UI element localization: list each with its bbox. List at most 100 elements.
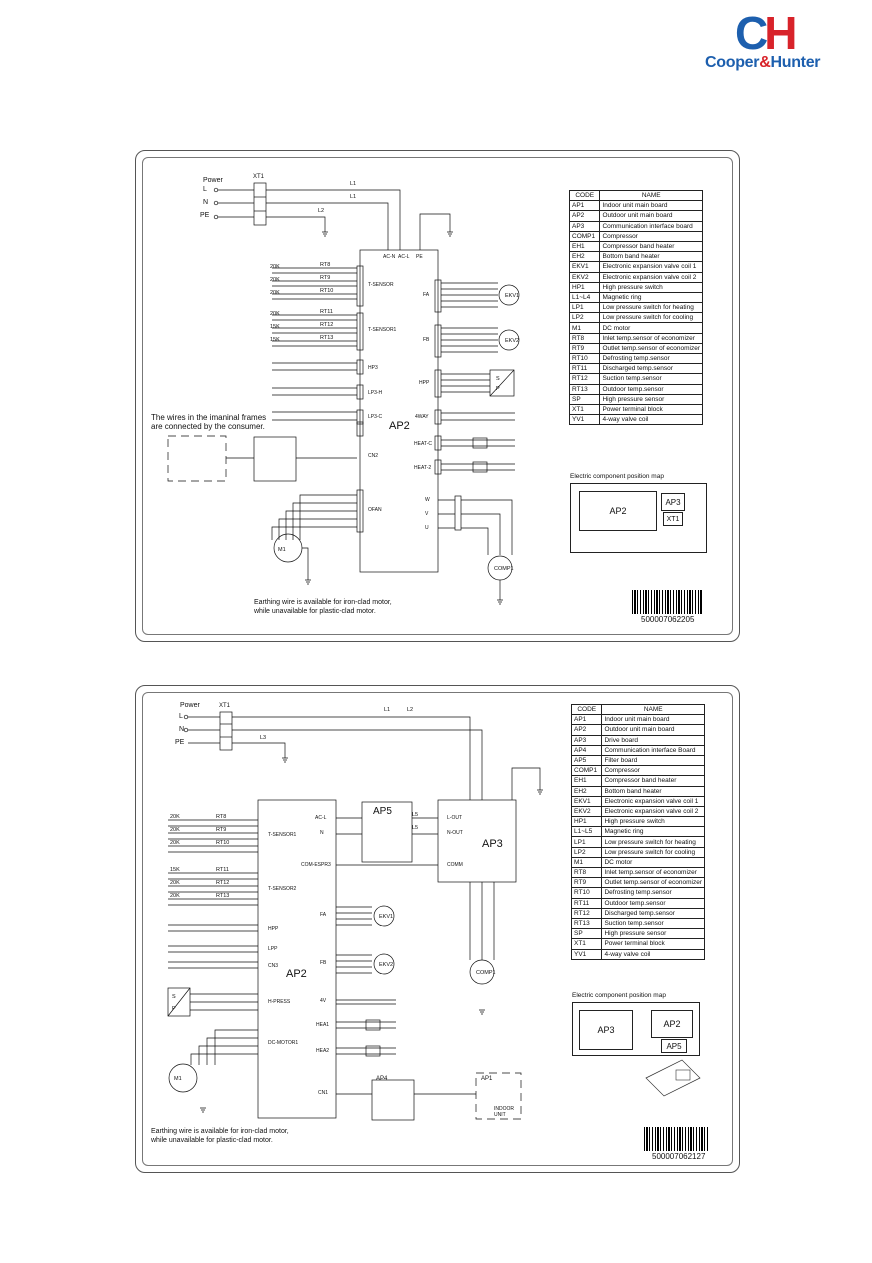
svg-text:L5: L5 — [412, 825, 418, 831]
svg-text:RT11: RT11 — [216, 867, 229, 873]
table-cell-name: Drive board — [601, 734, 705, 746]
svg-text:RT12: RT12 — [320, 322, 333, 328]
d2-port-fb: FB — [320, 960, 327, 966]
svg-text:L1: L1 — [350, 194, 356, 200]
svg-text:L2: L2 — [407, 707, 413, 713]
svg-text:RT8: RT8 — [320, 262, 330, 268]
table-cell-name: 4-way valve coil — [601, 948, 705, 960]
table-cell-name: Suction temp.sensor — [601, 917, 705, 930]
d2-position-map-title: Electric component position map — [572, 992, 666, 999]
table-cell-code: RT12 — [570, 907, 603, 919]
svg-text:L1: L1 — [384, 707, 390, 713]
svg-text:20K: 20K — [170, 840, 180, 846]
svg-text:EKV1: EKV1 — [379, 914, 393, 920]
table-cell-name: Indoor unit main board — [601, 714, 705, 726]
d2-ap1-label: AP1 — [481, 1076, 493, 1082]
table-cell-code: YV1 — [570, 948, 603, 960]
d1-map-ap3: AP3 — [661, 493, 685, 511]
d2-map-ap2: AP2 — [651, 1010, 693, 1038]
svg-text:EKV2: EKV2 — [379, 962, 393, 968]
d2-port-tsensor2: T-SENSOR2 — [268, 886, 297, 892]
d2-ap4-label: AP4 — [376, 1076, 388, 1082]
d2-port-4v: 4V — [320, 998, 327, 1004]
d1-label-pe: PE — [200, 212, 210, 219]
d1-port-hpp: HPP — [419, 380, 430, 386]
table-cell-code: RT11 — [570, 897, 603, 909]
table-cell-name: Defrosting temp.sensor — [601, 887, 705, 899]
svg-text:RT12: RT12 — [216, 880, 229, 886]
table-cell-name: Compressor — [601, 765, 705, 777]
d2-label-l: L — [179, 713, 183, 720]
table-cell-code: RT8 — [570, 866, 603, 879]
d2-ap2-label: AP2 — [286, 968, 307, 980]
d2-barcode-number: 500007062127 — [652, 1152, 706, 1161]
d2-ap3-comm: COMM — [447, 862, 463, 868]
table-cell-code: M1 — [570, 856, 603, 869]
d1-pin-v: V — [425, 511, 429, 517]
d2-map-ap5: AP5 — [661, 1039, 687, 1053]
d2-port-acl: AC-L — [315, 815, 327, 821]
table-cell-code: AP1 — [570, 714, 603, 726]
table-cell-code: AP3 — [570, 734, 603, 746]
d2-port-hpp: HPP — [268, 926, 279, 932]
table-cell-code: HP1 — [570, 816, 603, 828]
svg-text:L3: L3 — [260, 735, 266, 741]
svg-text:EKV1: EKV1 — [505, 293, 519, 299]
d1-map-ap2: AP2 — [579, 491, 657, 531]
svg-text:S: S — [172, 994, 176, 1000]
brand-mark: CH — [735, 7, 798, 59]
svg-text:P: P — [172, 1006, 176, 1012]
svg-text:M1: M1 — [174, 1076, 182, 1082]
svg-text:P: P — [496, 386, 500, 392]
brand-name: Cooper&Hunter — [705, 54, 821, 71]
table-cell-name: Low pressure switch for heating — [601, 836, 705, 848]
table-cell-name: Magnetic ring — [601, 826, 705, 838]
d2-ap3-nout: N-OUT — [447, 830, 463, 836]
d1-ap2-label: AP2 — [389, 420, 410, 432]
table-cell-name: Low pressure switch for cooling — [601, 846, 705, 858]
table-cell-name: Power terminal block — [601, 938, 705, 950]
table-cell-code: L1~L5 — [570, 826, 603, 838]
d2-port-comespr3: COM-ESPR3 — [301, 862, 331, 868]
table-cell-code: RT9 — [570, 877, 603, 889]
brand-logo: CH Cooper&Hunter — [705, 10, 865, 75]
d1-port-cn2: CN2 — [368, 453, 379, 459]
svg-text:20K: 20K — [170, 814, 180, 820]
d1-pin-pe: PE — [416, 254, 423, 260]
table-cell-code: LP1 — [570, 836, 603, 848]
svg-text:L2: L2 — [318, 208, 324, 214]
d2-port-n: N — [320, 830, 324, 836]
table-cell-name: Outdoor unit main board — [601, 724, 705, 736]
svg-text:COMP1: COMP1 — [476, 970, 496, 976]
d1-label-n: N — [203, 199, 209, 206]
wiring-diagram-1 — [135, 150, 740, 642]
svg-text:20K: 20K — [270, 311, 280, 317]
svg-text:20K: 20K — [170, 893, 180, 899]
d2-port-hpress: H-PRESS — [268, 999, 291, 1005]
table-cell-name: High pressure switch — [601, 816, 705, 828]
table-cell-code: AP2 — [570, 724, 603, 736]
d1-port-4way: 4WAY — [415, 414, 429, 420]
d1-power-title: Power — [203, 177, 223, 184]
d1-pin-u: U — [425, 525, 429, 531]
d2-ap3-label: AP3 — [482, 838, 503, 850]
d1-position-map-title: Electric component position map — [570, 473, 664, 480]
d1-map-xt1: XT1 — [663, 512, 683, 526]
d1-port-heat2: HEAT-2 — [414, 465, 432, 471]
